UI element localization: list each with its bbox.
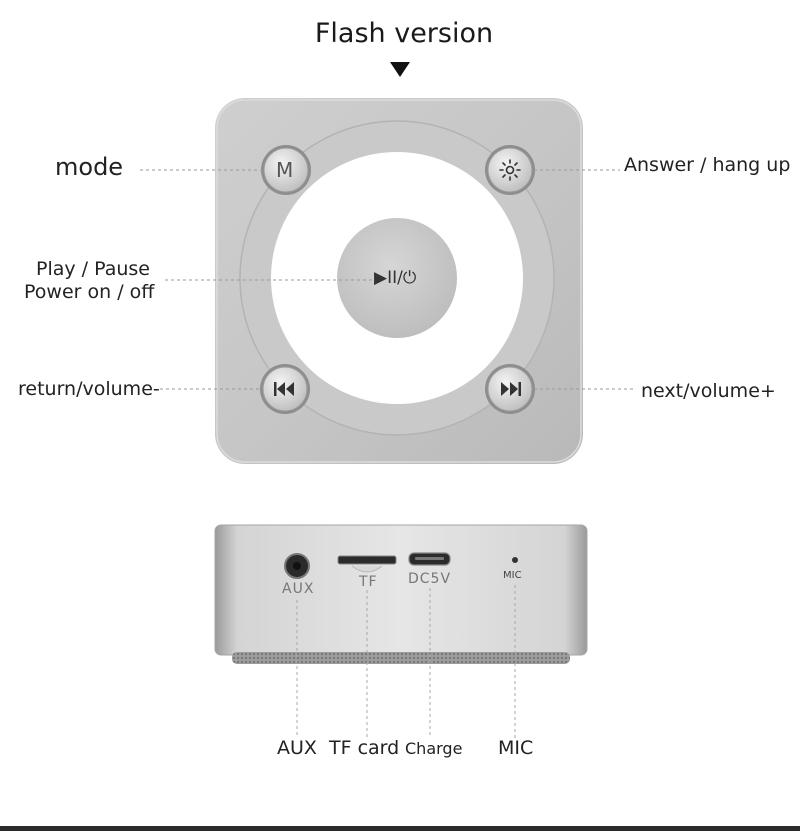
speaker-grille bbox=[232, 652, 570, 664]
speaker-side-body bbox=[214, 524, 588, 656]
bottom-divider bbox=[0, 826, 800, 831]
page-title: Flash version bbox=[314, 18, 494, 49]
tf-slot bbox=[337, 555, 397, 565]
mic-port-label: MIC bbox=[503, 570, 522, 581]
previous-button[interactable] bbox=[260, 364, 310, 414]
charge-callout: Charge bbox=[405, 739, 463, 758]
next-volume-label: next/volume+ bbox=[641, 380, 776, 402]
tf-port-label: TF bbox=[359, 574, 378, 590]
next-track-icon bbox=[501, 382, 521, 396]
next-button[interactable] bbox=[485, 364, 535, 414]
mode-button-label: M bbox=[276, 158, 294, 182]
leader-lines-top bbox=[140, 169, 636, 390]
answer-hangup-label: Answer / hang up bbox=[624, 154, 791, 176]
mic-hole bbox=[512, 557, 518, 563]
mode-label: mode bbox=[55, 153, 124, 181]
down-arrow-icon bbox=[390, 62, 410, 77]
power-label: Power on / off bbox=[24, 281, 155, 303]
tf-card-callout: TF card bbox=[329, 737, 400, 759]
mode-button[interactable] bbox=[261, 145, 311, 195]
dc-port-label: DC5V bbox=[408, 571, 452, 587]
previous-track-icon bbox=[274, 382, 294, 396]
mic-callout: MIC bbox=[498, 737, 534, 759]
center-button bbox=[337, 218, 457, 338]
play-pause-label: Play / Pause bbox=[36, 258, 150, 280]
return-volume-label: return/volume- bbox=[18, 378, 160, 400]
answer-button[interactable] bbox=[485, 145, 535, 195]
aux-port-label: AUX bbox=[282, 581, 315, 597]
leader-lines-bottom bbox=[296, 585, 516, 738]
aux-callout: AUX bbox=[277, 737, 317, 759]
play-pause-power-icon: ▶II/⏻ bbox=[374, 268, 417, 288]
sun-icon bbox=[499, 159, 521, 181]
